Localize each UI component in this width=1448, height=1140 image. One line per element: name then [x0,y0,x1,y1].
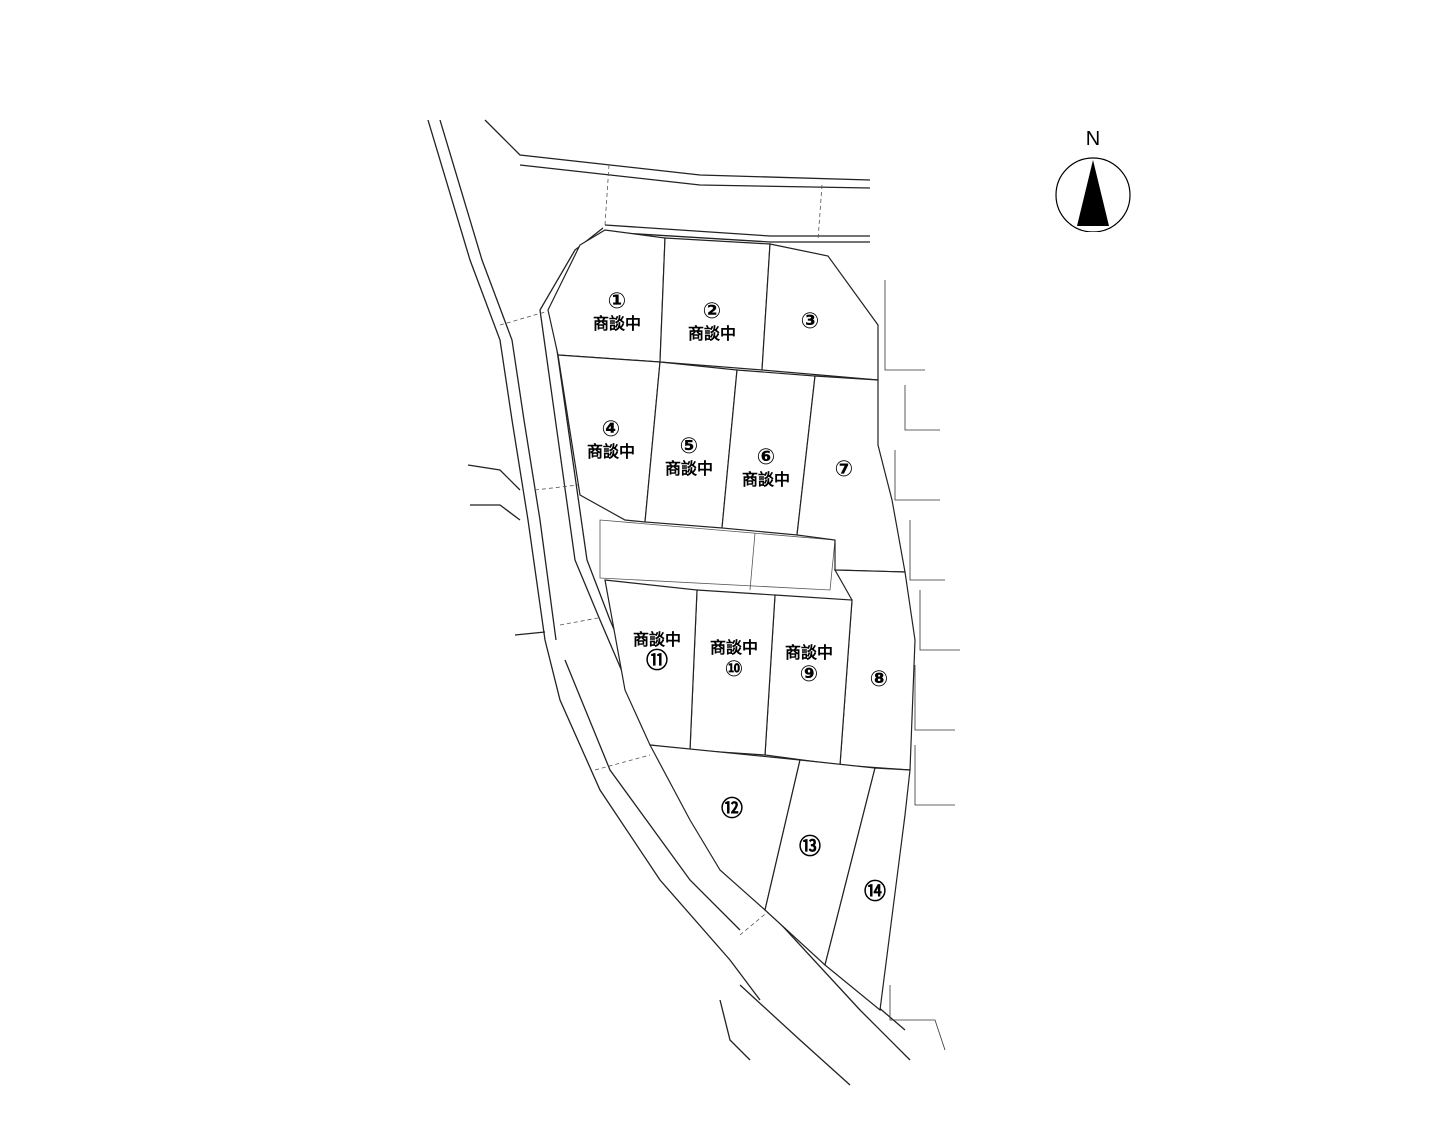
compass-arrow-icon [1055,157,1131,232]
north-label: N [1085,128,1101,150]
lot-7[interactable] [796,375,906,573]
lot-5[interactable] [644,361,738,529]
lot-12[interactable] [648,744,801,912]
lot-4[interactable] [557,354,661,523]
lot-14[interactable] [824,767,911,1012]
north-compass: N [1054,128,1132,232]
lot-9[interactable] [764,594,853,766]
lots [547,229,916,1012]
lot-1[interactable] [547,229,666,363]
lot-10[interactable] [689,589,776,756]
lot-2[interactable] [659,237,771,371]
lot-3[interactable] [761,243,879,381]
